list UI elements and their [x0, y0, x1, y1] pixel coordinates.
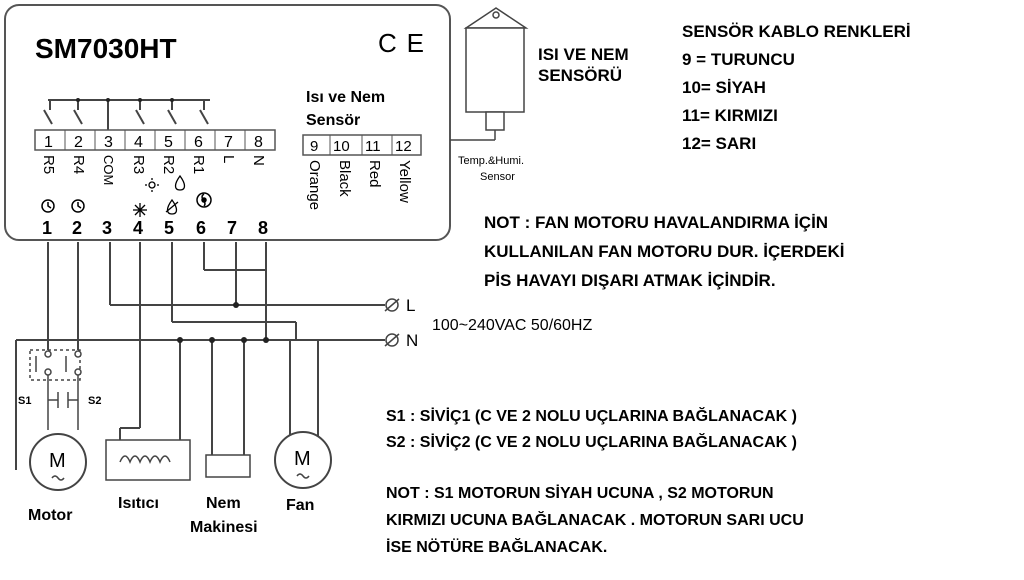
fan-note-line: KULLANILAN FAN MOTORU DUR. İÇERDEKİ	[484, 242, 845, 261]
fan-symbol: M	[294, 448, 311, 470]
fan-note-line: PİS HAVAYI DIŞARI ATMAK İÇİNDİR.	[484, 271, 776, 290]
terminal-number: 5	[164, 134, 173, 151]
line-terminal-icon	[384, 298, 400, 312]
sensor-wire-color: Red	[366, 160, 383, 188]
sensor-terminal-number: 9	[310, 138, 318, 155]
terminal-number: 6	[194, 134, 203, 151]
cable-color-legend: SENSÖR KABLO RENKLERİ 9 = TURUNCU 10= Sİ…	[682, 18, 911, 158]
fan-note-line: NOT : FAN MOTORU HAVALANDIRMA İÇİN	[484, 213, 829, 232]
motor-label: Motor	[28, 507, 72, 524]
terminal-wire-number: 6	[196, 218, 206, 238]
neutral-terminal-icon	[384, 333, 400, 347]
terminal-label: R3	[130, 155, 147, 174]
s1-label: S1	[18, 395, 31, 407]
terminal-number: 8	[254, 134, 263, 151]
terminal-wire-number: 2	[72, 218, 82, 238]
terminal-label: R4	[70, 155, 87, 174]
line-label: L	[406, 296, 415, 315]
cable-color-item: 12= SARI	[682, 134, 757, 153]
sensor-terminal-number: 12	[395, 138, 412, 155]
supply-voltage: 100~240VAC 50/60HZ	[432, 317, 592, 334]
sensor-caption: Temp.&Humi.	[458, 155, 524, 167]
terminal-number: 2	[74, 134, 83, 151]
switch-note-line: S1 : SİVİÇ1 (C VE 2 NOLU UÇLARINA BAĞLAN…	[386, 408, 797, 425]
terminal-label: R2	[160, 155, 177, 174]
humidifier-label: Makinesi	[190, 519, 258, 536]
wiring	[15, 242, 385, 470]
terminal-wire-number: 7	[227, 218, 237, 238]
neutral-label: N	[406, 331, 418, 350]
sensor-wire-color: Yellow	[396, 160, 413, 203]
cable-color-item: 11= KIRMIZI	[682, 106, 778, 125]
cable-color-item: 10= SİYAH	[682, 78, 766, 97]
motor-note-line: KIRMIZI UCUNA BAĞLANACAK . MOTORUN SARI …	[386, 512, 804, 529]
sensor-wire-color: Orange	[306, 160, 323, 210]
timer-icon	[41, 199, 55, 213]
timer-icon	[71, 199, 85, 213]
controller-box	[4, 4, 451, 241]
terminal-strip	[34, 129, 276, 151]
droplet-slash-icon	[165, 198, 179, 215]
s2-label: S2	[88, 395, 101, 407]
fan-note: NOT : FAN MOTORU HAVALANDIRMA İÇİN KULLA…	[484, 208, 844, 295]
terminal-label: N	[250, 155, 267, 166]
sensor-title-line: ISI VE NEM	[538, 45, 629, 64]
snowflake-icon	[133, 203, 147, 217]
sensor-terminal-number: 11	[365, 138, 381, 155]
sensor-heading: Isı ve Nem	[306, 89, 385, 106]
motor-icon	[29, 433, 87, 491]
terminal-number: 7	[224, 134, 233, 151]
motor-note-line: NOT : S1 MOTORUN SİYAH UCUNA , S2 MOTORU…	[386, 485, 774, 502]
switch-note-line: S2 : SİVİÇ2 (C VE 2 NOLU UÇLARINA BAĞLAN…	[386, 434, 797, 451]
sensor-terminal-number: 10	[333, 138, 350, 155]
humidifier-icon	[205, 454, 251, 478]
sun-icon	[145, 178, 159, 192]
sensor-wire-color: Black	[336, 160, 353, 197]
terminal-number: 4	[134, 134, 143, 151]
sensor-title-line: SENSÖRÜ	[538, 66, 623, 86]
motor-note: NOT : S1 MOTORUN SİYAH UCUNA , S2 MOTORU…	[386, 480, 804, 561]
terminal-label: R5	[40, 155, 57, 174]
controller-model: SM7030HT	[35, 33, 177, 64]
fan-icon	[196, 192, 212, 208]
terminal-wire-number: 3	[102, 218, 112, 238]
terminal-label: R1	[190, 155, 207, 174]
fan-label: Fan	[286, 497, 314, 514]
switch-contacts	[29, 349, 82, 430]
terminal-number: 1	[44, 134, 53, 151]
terminal-wire-number: 5	[164, 218, 174, 238]
terminal-wire-number: 1	[42, 218, 52, 238]
droplet-icon	[174, 174, 186, 191]
terminal-label: L	[220, 155, 237, 163]
heater-icon	[105, 439, 191, 481]
terminal-label: COM	[101, 155, 116, 185]
terminal-wire-number: 4	[133, 218, 143, 238]
sensor-terminal-strip	[302, 134, 422, 156]
fan-motor-icon	[274, 431, 332, 489]
humidifier-label: Nem	[206, 495, 241, 512]
temp-humidity-sensor	[450, 7, 529, 141]
cable-color-heading: SENSÖR KABLO RENKLERİ	[682, 22, 911, 41]
switch-notes: S1 : SİVİÇ1 (C VE 2 NOLU UÇLARINA BAĞLAN…	[386, 404, 797, 456]
heater-label: Isıtıcı	[118, 495, 159, 512]
motor-symbol: M	[49, 450, 66, 472]
sensor-caption: Sensor	[480, 171, 515, 183]
motor-note-line: İSE NÖTÜRE BAĞLANACAK.	[386, 539, 608, 556]
sensor-heading: Sensör	[306, 112, 360, 129]
sensor-title: ISI VE NEM SENSÖRÜ	[538, 44, 629, 87]
cable-color-item: 9 = TURUNCU	[682, 50, 795, 69]
terminal-number: 3	[104, 134, 113, 151]
terminal-wire-number: 8	[258, 218, 268, 238]
